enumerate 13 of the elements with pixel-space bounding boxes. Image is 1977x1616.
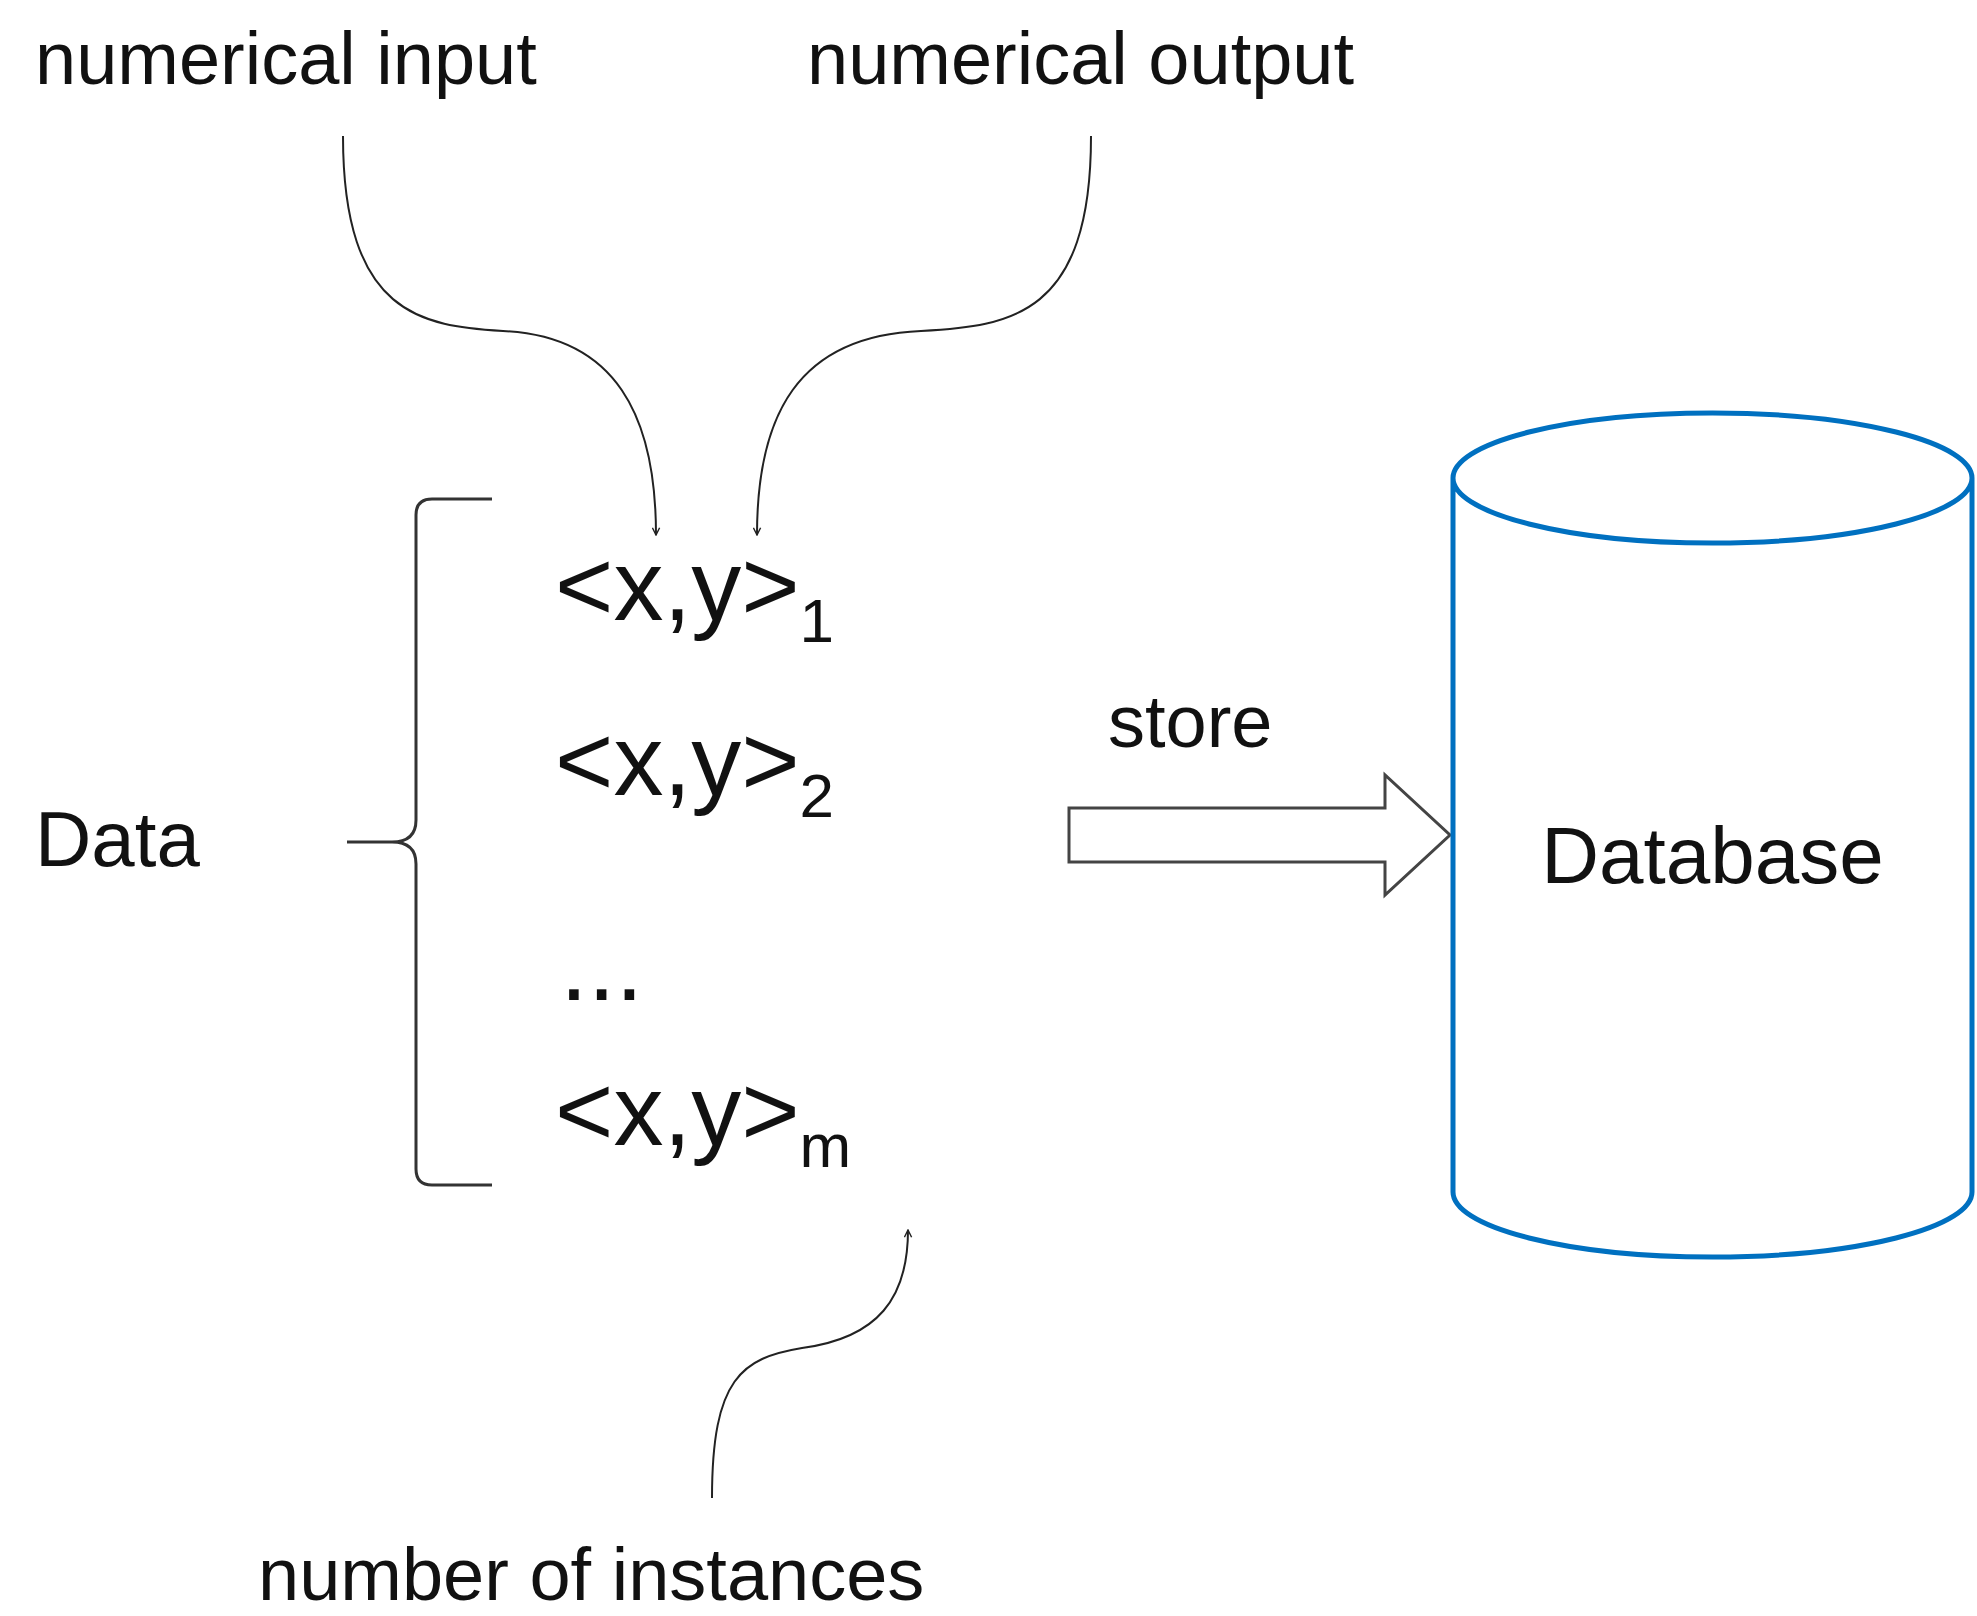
block-arrow: [1067, 771, 1453, 899]
database-label: Database: [1540, 810, 1885, 902]
data-pair: <x,y>$_{m}$: [555, 1060, 852, 1177]
edge-label: store: [1108, 685, 1273, 759]
curved-arrow: [752, 135, 1092, 536]
curved-arrow: [342, 135, 661, 536]
curved-arrow: [711, 1229, 913, 1499]
ellipsis: ...: [560, 915, 644, 1015]
annotation-text: number of instances: [258, 1538, 925, 1612]
database-cylinder: [1450, 410, 1975, 1260]
data-pair: <x,y>$_{2}$: [555, 710, 835, 827]
data-pair: <x,y>$_{1}$: [555, 535, 835, 652]
data-label: Data: [35, 800, 200, 878]
